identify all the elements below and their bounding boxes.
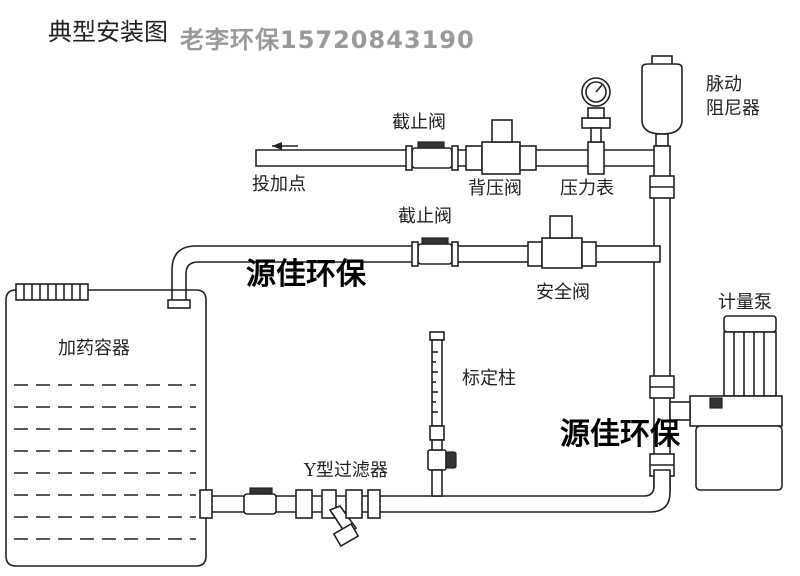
suction-shutoff-valve [243,487,277,515]
brand-watermark-1: 源佳环保 [246,257,367,292]
brand-watermark-2: 源佳环保 [560,417,681,452]
safety-valve-label: 安全阀 [536,282,590,303]
shutoff-valve-mid: 截止阀 [398,206,459,267]
y-strainer-label: Y型过滤器 [303,460,388,481]
metering-pump-label: 计量泵 [718,292,772,313]
shutoff-valve-mid-label: 截止阀 [398,206,452,227]
back-pressure-valve: 背压阀 [465,119,537,199]
calibration-column-label: 标定柱 [462,368,516,389]
liquid-level [14,384,196,540]
shutoff-valve-top: 截止阀 [392,112,459,171]
shutoff-valve-top-label: 截止阀 [392,112,446,133]
pressure-gauge: 压力表 [560,77,614,199]
back-pressure-valve-label: 背压阀 [468,178,522,199]
pulsation-damper: 脉动 阻尼器 [641,55,760,147]
pulsation-damper-label-2: 阻尼器 [706,98,760,119]
calibration-column: 标定柱 [427,331,516,497]
dosing-point-label: 投加点 [252,174,306,195]
safety-valve: 安全阀 [527,215,597,303]
pulsation-damper-label-1: 脉动 [706,74,742,95]
riser-pipe [649,145,675,491]
diagram-title: 典型安装图 [48,18,168,46]
pressure-gauge-label: 压力表 [560,178,614,199]
metering-pump: 计量泵 [669,292,783,491]
y-strainer: Y型过滤器 [295,460,388,548]
dosing-tank-label: 加药容器 [58,338,130,359]
contact-watermark: 老李环保15720843190 [180,26,475,54]
return-pipe [167,245,420,309]
dosing-tank: 加药容器 [5,283,207,567]
